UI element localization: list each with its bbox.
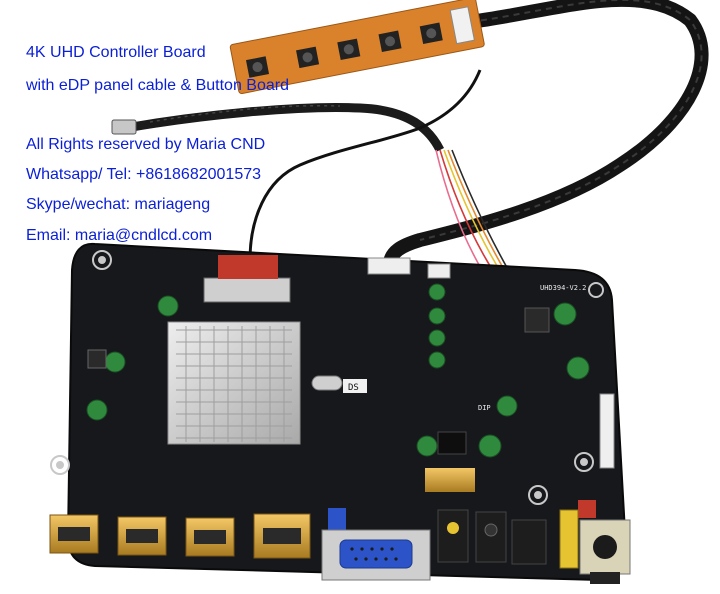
mounting-holes <box>50 250 604 505</box>
crystal-oscillator <box>311 375 343 391</box>
key-board-flat-cable-highlight <box>419 0 703 241</box>
caption-email: Email: maria@cndlcd.com <box>26 227 213 244</box>
board-model-label: UHD394-V2.2 <box>540 284 586 292</box>
red-wire-bundle <box>218 255 278 279</box>
inductor <box>87 349 107 369</box>
caption-product-name: 4K UHD Controller Board <box>26 44 206 61</box>
gold-inductor-block <box>425 468 475 492</box>
vga-port <box>321 508 431 581</box>
edp-cable <box>125 102 445 153</box>
dip-arrow-label: DIP <box>478 404 491 412</box>
edp-cable-stripes <box>149 104 341 123</box>
dc-power-jack <box>559 500 631 584</box>
key-board <box>229 0 485 95</box>
caption-skype: Skype/wechat: mariageng <box>26 196 211 213</box>
white-header-connector <box>367 257 411 275</box>
hdmi-ports <box>49 513 311 559</box>
audio-jacks <box>437 509 547 565</box>
electrolytic-capacitors <box>86 283 590 458</box>
caption-product-detail: with eDP panel cable & Button Board <box>26 77 289 94</box>
caption-copyright: All Rights reserved by Maria CND <box>26 136 266 153</box>
small-header-connector <box>427 263 451 279</box>
heatsink <box>167 321 301 445</box>
ic-chip <box>437 431 467 455</box>
lvds-connector <box>203 277 291 303</box>
ds-silk-box <box>343 379 367 393</box>
ds-silk-label: DS <box>348 383 359 393</box>
caption-whatsapp: Whatsapp/ Tel: +8618682001573 <box>26 166 262 183</box>
side-connector <box>599 393 615 469</box>
lvds-wire <box>248 69 482 261</box>
inductor <box>524 307 550 333</box>
edp-connector <box>111 119 137 135</box>
